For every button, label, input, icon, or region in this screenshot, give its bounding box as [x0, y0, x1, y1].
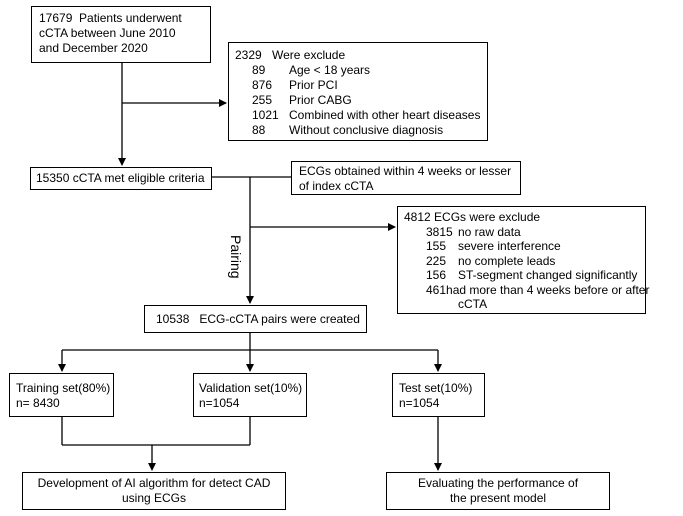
- test-line-2: n=1054: [399, 396, 440, 410]
- exclusion2-box: 4812 ECGs were exclude 3815 no raw data …: [397, 206, 650, 314]
- test-box: Test set(10%) n=1054: [392, 373, 485, 417]
- start-line-2: cCTA between June 2010: [39, 26, 176, 40]
- training-box: Training set(80%) n= 8430: [9, 373, 114, 417]
- exclusion1-item: 89 Age < 18 years: [252, 63, 371, 77]
- pairing-label: Pairing: [228, 235, 244, 279]
- exclusion2-item: 225 no complete leads: [426, 253, 556, 268]
- exclusion2-item: 155 severe interference: [426, 239, 561, 253]
- development-box: Development of AI algorithm for detect C…: [22, 472, 286, 510]
- start-line-3: and December 2020: [39, 41, 148, 55]
- training-line-1: Training set(80%): [16, 381, 111, 395]
- exclusion2-item: 461 had more than 4 weeks before or afte…: [426, 282, 650, 297]
- ecg-obtained-line-2: of index cCTA: [299, 179, 374, 193]
- exclusion2-continuation: cCTA: [458, 297, 488, 311]
- start-line-1: 17679 Patients underwent: [39, 11, 182, 25]
- evaluating-line-1: Evaluating the performance of: [417, 476, 579, 490]
- exclusion1-item: 1021 Combined with other heart diseases: [252, 108, 481, 122]
- ecg-obtained-line-1: ECGs obtained within 4 weeks or lesser: [299, 164, 512, 178]
- exclusion1-label: Were exclude: [272, 48, 346, 62]
- validation-line-1: Validation set(10%): [199, 381, 303, 395]
- training-line-2: n= 8430: [16, 396, 60, 410]
- eligible-text: 15350 cCTA met eligible criteria: [36, 171, 205, 185]
- exclusion1-count: 2329: [235, 48, 262, 62]
- development-line-1: Development of AI algorithm for detect C…: [37, 476, 271, 490]
- eligible-box: 15350 cCTA met eligible criteria: [30, 167, 212, 190]
- validation-line-2: n=1054: [199, 396, 240, 410]
- pairs-text: 10538 ECG-cCTA pairs were created: [156, 312, 360, 326]
- development-line-2: using ECGs: [121, 491, 187, 505]
- exclusion1-item: 88 Without conclusive diagnosis: [252, 123, 444, 137]
- validation-box: Validation set(10%) n=1054: [193, 373, 307, 417]
- exclusion2-header: 4812 ECGs were exclude: [404, 210, 541, 224]
- test-line-1: Test set(10%): [399, 381, 473, 395]
- exclusion1-item: 876 Prior PCI: [252, 78, 338, 92]
- evaluating-line-2: the present model: [449, 491, 547, 505]
- exclusion1-item: 255 Prior CABG: [252, 93, 352, 107]
- ecg-obtained-box: ECGs obtained within 4 weeks or lesser o…: [291, 161, 521, 195]
- exclusion1-header: 2329 Were exclude: [235, 48, 487, 63]
- exclusion2-item: 156 ST-segment changed significantly: [426, 268, 638, 282]
- start-box: 17679 Patients underwent cCTA between Ju…: [31, 6, 211, 63]
- pairs-box: 10538 ECG-cCTA pairs were created: [144, 305, 367, 333]
- exclusion2-item: 3815 no raw data: [426, 224, 521, 239]
- exclusion1-box: 2329 Were exclude 89 Age < 18 years 876 …: [228, 42, 488, 141]
- evaluating-box: Evaluating the performance of the presen…: [386, 472, 610, 510]
